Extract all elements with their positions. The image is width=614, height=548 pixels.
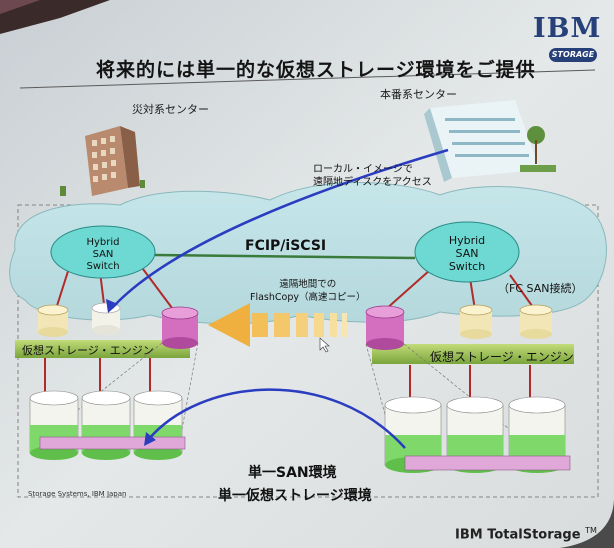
- title-underline: [19, 69, 596, 89]
- cache-disk-right-3: [519, 304, 553, 339]
- engine-right-label: 仮想ストレージ・エンジン: [430, 350, 574, 364]
- switch-left-line2: SAN: [92, 249, 114, 260]
- single-virtual-storage-label: 単一仮想ストレージ環境: [218, 488, 372, 504]
- local-image-note-line1: ローカル・イメージで: [313, 164, 413, 175]
- flashcopy-note: 遠隔地間での FlashCopy（高速コピー）: [250, 278, 366, 304]
- cache-disk-left-3: [161, 306, 199, 349]
- cache-disk-left-1: [37, 304, 69, 337]
- footer-brand-text: IBM TotalStorage: [455, 527, 581, 543]
- mouse-cursor-icon: [319, 337, 330, 353]
- photo-edge-detail: [0, 0, 40, 14]
- hybrid-san-switch-right: [414, 221, 520, 283]
- dr-center-label: 災対系センター: [132, 103, 209, 116]
- network-cloud: [9, 182, 607, 325]
- footer-tm: TM: [585, 526, 597, 535]
- footer-brand: IBM TotalStorage TM: [455, 526, 597, 542]
- photo-edge: [0, 0, 110, 34]
- single-san-label: 単一SAN環境: [248, 465, 337, 481]
- storage-tag: STORAGE: [549, 48, 597, 62]
- remote-access-arrowhead: [106, 299, 118, 313]
- virtual-storage-engine-right: [372, 344, 574, 364]
- cache-disk-right-2: [459, 304, 493, 339]
- switch-left-line3: Switch: [86, 261, 120, 272]
- cache-disk-right-1: [365, 305, 405, 350]
- footer-credit: Storage Systems, IBM Japan: [28, 490, 127, 498]
- local-image-note: ローカル・イメージで 遠隔地ディスクをアクセス: [313, 163, 432, 189]
- virtual-storage-engine-left: [15, 340, 190, 358]
- hybrid-san-switch-left: [50, 225, 156, 279]
- production-center-building: [424, 100, 556, 182]
- ibm-storage-logo: IBM STORAGE: [523, 13, 603, 69]
- local-image-note-line2: 遠隔地ディスクをアクセス: [313, 177, 432, 188]
- fc-san-label: （FC SAN接続）: [498, 282, 583, 295]
- storage-array-right: [384, 396, 571, 473]
- switch-right-line2: SAN: [455, 247, 479, 260]
- switch-right-label: Hybrid SAN Switch: [442, 234, 492, 273]
- engine-left-label: 仮想ストレージ・エンジン: [22, 344, 154, 357]
- fcip-label: FCIP/iSCSI: [245, 238, 327, 254]
- remote-access-arrow: [111, 148, 449, 309]
- flashcopy-note-line1: 遠隔地間での: [279, 279, 337, 290]
- production-center-label: 本番系センター: [380, 88, 457, 101]
- flashcopy-note-line2: FlashCopy（高速コピー）: [250, 292, 366, 303]
- cache-disk-left-2: [91, 302, 121, 335]
- copy-arrowhead: [144, 432, 156, 446]
- dr-center-building: [60, 126, 145, 196]
- copy-arrow: [147, 388, 406, 449]
- ibm-logo-text: IBM: [533, 13, 602, 44]
- switch-right-line3: Switch: [448, 260, 486, 273]
- switch-left-line1: Hybrid: [86, 237, 120, 248]
- fcip-link: [154, 253, 416, 260]
- switch-left-label: Hybrid SAN Switch: [80, 237, 126, 273]
- photo-corner: [560, 500, 614, 548]
- storage-array-left: [29, 390, 186, 460]
- flashcopy-arrow: [208, 303, 347, 347]
- switch-right-line1: Hybrid: [448, 234, 486, 247]
- slide-title: 将来的には単一的な仮想ストレージ環境をご提供: [96, 59, 536, 81]
